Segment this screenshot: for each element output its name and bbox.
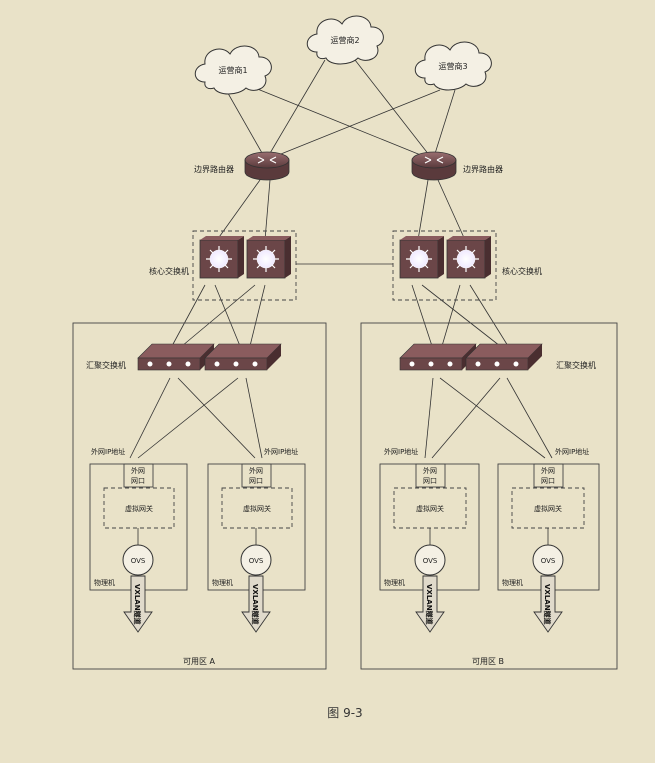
- vxlan-arrow-icon: [533, 575, 563, 633]
- ovs-label: OVS: [423, 557, 438, 565]
- physical-host: 外网IP地址 外网 网口 虚拟网关 OVS 物理机 VXLAN隧道: [497, 447, 600, 633]
- physical-host: 外网IP地址 外网 网口 虚拟网关 OVS 物理机 VXLAN隧道: [379, 447, 480, 633]
- virtual-gateway-label: 虚拟网关: [125, 504, 153, 513]
- border-router-right: 边界路由器: [411, 151, 503, 181]
- public-ip-label: 外网IP地址: [264, 447, 298, 456]
- core-switch-icon: [246, 236, 291, 279]
- zone-boundary: [360, 322, 618, 670]
- zone-label-b: 可用区 B: [472, 657, 504, 666]
- physical-host-label: 物理机: [502, 578, 523, 587]
- public-ip-label: 外网IP地址: [384, 447, 418, 456]
- carrier-label-3: 运营商3: [438, 61, 467, 71]
- public-port-label-line2: 网口: [541, 477, 555, 485]
- zone-label-a: 可用区 A: [183, 657, 216, 666]
- figure-caption: 图 9-3: [327, 706, 362, 720]
- vxlan-label: VXLAN隧道: [251, 584, 260, 625]
- vxlan-arrow-icon: [415, 575, 445, 633]
- agg-switch-icon: [399, 343, 477, 371]
- agg-switch-label-a: 汇聚交换机: [86, 360, 126, 370]
- core-switch-boundary: [392, 230, 497, 301]
- carrier-label-2: 运营商2: [330, 35, 359, 45]
- vxlan-arrow-icon: [123, 575, 153, 633]
- router-icon: [411, 151, 457, 181]
- physical-host-label: 物理机: [384, 578, 405, 587]
- physical-host: 外网IP地址 外网 网口 虚拟网关 OVS 物理机 VXLAN隧道: [89, 447, 188, 633]
- agg-switch-icon: [204, 343, 282, 371]
- public-port-box: [123, 463, 154, 488]
- availability-zone-b: 可用区 B 汇聚交换机 外网IP地址 外网 网口 虚拟网关 OVS: [360, 322, 618, 670]
- agg-switch-label-b: 汇聚交换机: [556, 360, 596, 370]
- vxlan-label: VXLAN隧道: [133, 584, 142, 625]
- physical-host-label: 物理机: [94, 578, 115, 587]
- physical-host: 外网IP地址 外网 网口 虚拟网关 OVS 物理机 VXLAN隧道: [207, 447, 306, 633]
- carrier-cloud-2: 运营商2: [306, 15, 384, 65]
- carrier-cloud-1: 运营商1: [194, 45, 272, 95]
- core-switch-boundary: [192, 230, 297, 301]
- public-ip-label: 外网IP地址: [555, 447, 589, 456]
- vxlan-arrow-icon: [241, 575, 271, 633]
- vxlan-label: VXLAN隧道: [543, 584, 552, 625]
- links: [129, 59, 553, 459]
- public-port-box: [415, 463, 446, 488]
- public-port-label-line1: 外网: [423, 466, 437, 475]
- public-port-box: [241, 463, 272, 488]
- cloud-icon: [414, 41, 492, 91]
- core-switch-group-left: 核心交换机: [149, 230, 297, 301]
- router-label-left: 边界路由器: [194, 164, 234, 174]
- core-switch-icon: [199, 236, 244, 279]
- border-router-left: 边界路由器: [194, 151, 290, 181]
- virtual-gateway-box: [103, 487, 175, 529]
- physical-host-label: 物理机: [212, 578, 233, 587]
- core-switch-icon: [446, 236, 491, 279]
- public-port-box: [533, 463, 564, 488]
- public-port-label-line1: 外网: [541, 466, 555, 475]
- router-icon: [244, 151, 290, 181]
- availability-zone-a: 可用区 A 汇聚交换机 外网IP地址 外网 网口 虚拟网关 OVS: [72, 322, 327, 670]
- agg-switch-icon: [137, 343, 215, 371]
- public-port-label-line2: 网口: [249, 477, 263, 485]
- cloud-icon: [194, 45, 272, 95]
- ovs-label: OVS: [541, 557, 556, 565]
- public-port-label-line2: 网口: [423, 477, 437, 485]
- core-switch-icon: [399, 236, 444, 279]
- ovs-node: [122, 544, 154, 576]
- core-switch-group-right: 核心交换机: [392, 230, 542, 301]
- virtual-gateway-box: [221, 487, 293, 529]
- ovs-node: [240, 544, 272, 576]
- ovs-node: [532, 544, 564, 576]
- public-port-label-line2: 网口: [131, 477, 145, 485]
- core-switch-label-right: 核心交换机: [502, 266, 542, 276]
- ovs-label: OVS: [249, 557, 264, 565]
- router-label-right: 边界路由器: [463, 164, 503, 174]
- agg-switch-icon: [465, 343, 543, 371]
- carrier-label-1: 运营商1: [218, 65, 247, 75]
- public-port-label-line1: 外网: [249, 466, 263, 475]
- cloud-icon: [306, 15, 384, 65]
- core-switch-label-left: 核心交换机: [149, 266, 189, 276]
- carrier-cloud-3: 运营商3: [414, 41, 492, 91]
- virtual-gateway-label: 虚拟网关: [416, 504, 444, 513]
- virtual-gateway-label: 虚拟网关: [534, 504, 562, 513]
- public-ip-label: 外网IP地址: [91, 447, 125, 456]
- virtual-gateway-label: 虚拟网关: [243, 504, 271, 513]
- public-port-label-line1: 外网: [131, 466, 145, 475]
- zone-boundary: [72, 322, 327, 670]
- ovs-label: OVS: [131, 557, 146, 565]
- ovs-node: [414, 544, 446, 576]
- vxlan-label: VXLAN隧道: [425, 584, 434, 625]
